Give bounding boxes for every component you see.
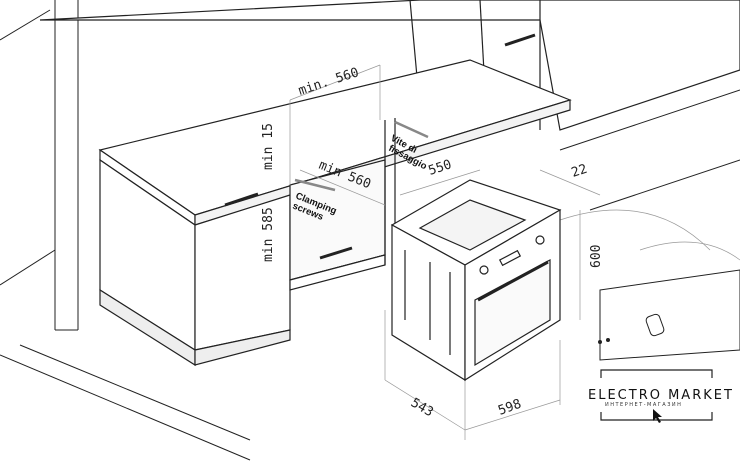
zoom-detail [598,269,740,361]
base-cabinet [98,59,572,367]
oven [390,179,562,382]
dim-niche-depth: 550 [427,157,454,179]
dim-oven-depth: 543 [408,395,436,420]
dim-niche-height: min 585 [261,207,276,262]
screw-arrows [294,120,429,192]
logo-subtitle: ИНТЕРНЕТ-МАГАЗИН [605,402,682,408]
dim-front-thickness: 22 [570,162,590,181]
logo-title: ELECTRO MARKET [588,388,734,403]
dim-oven-height: 600 [589,245,604,268]
dimension-lines [289,64,740,440]
dim-niche-gap-top: min 15 [261,123,276,170]
cursor-icon [653,409,662,423]
electro-market-logo: ELECTRO MARKET ИНТЕРНЕТ-МАГАЗИН [582,369,734,428]
dim-oven-width: 598 [496,397,523,419]
